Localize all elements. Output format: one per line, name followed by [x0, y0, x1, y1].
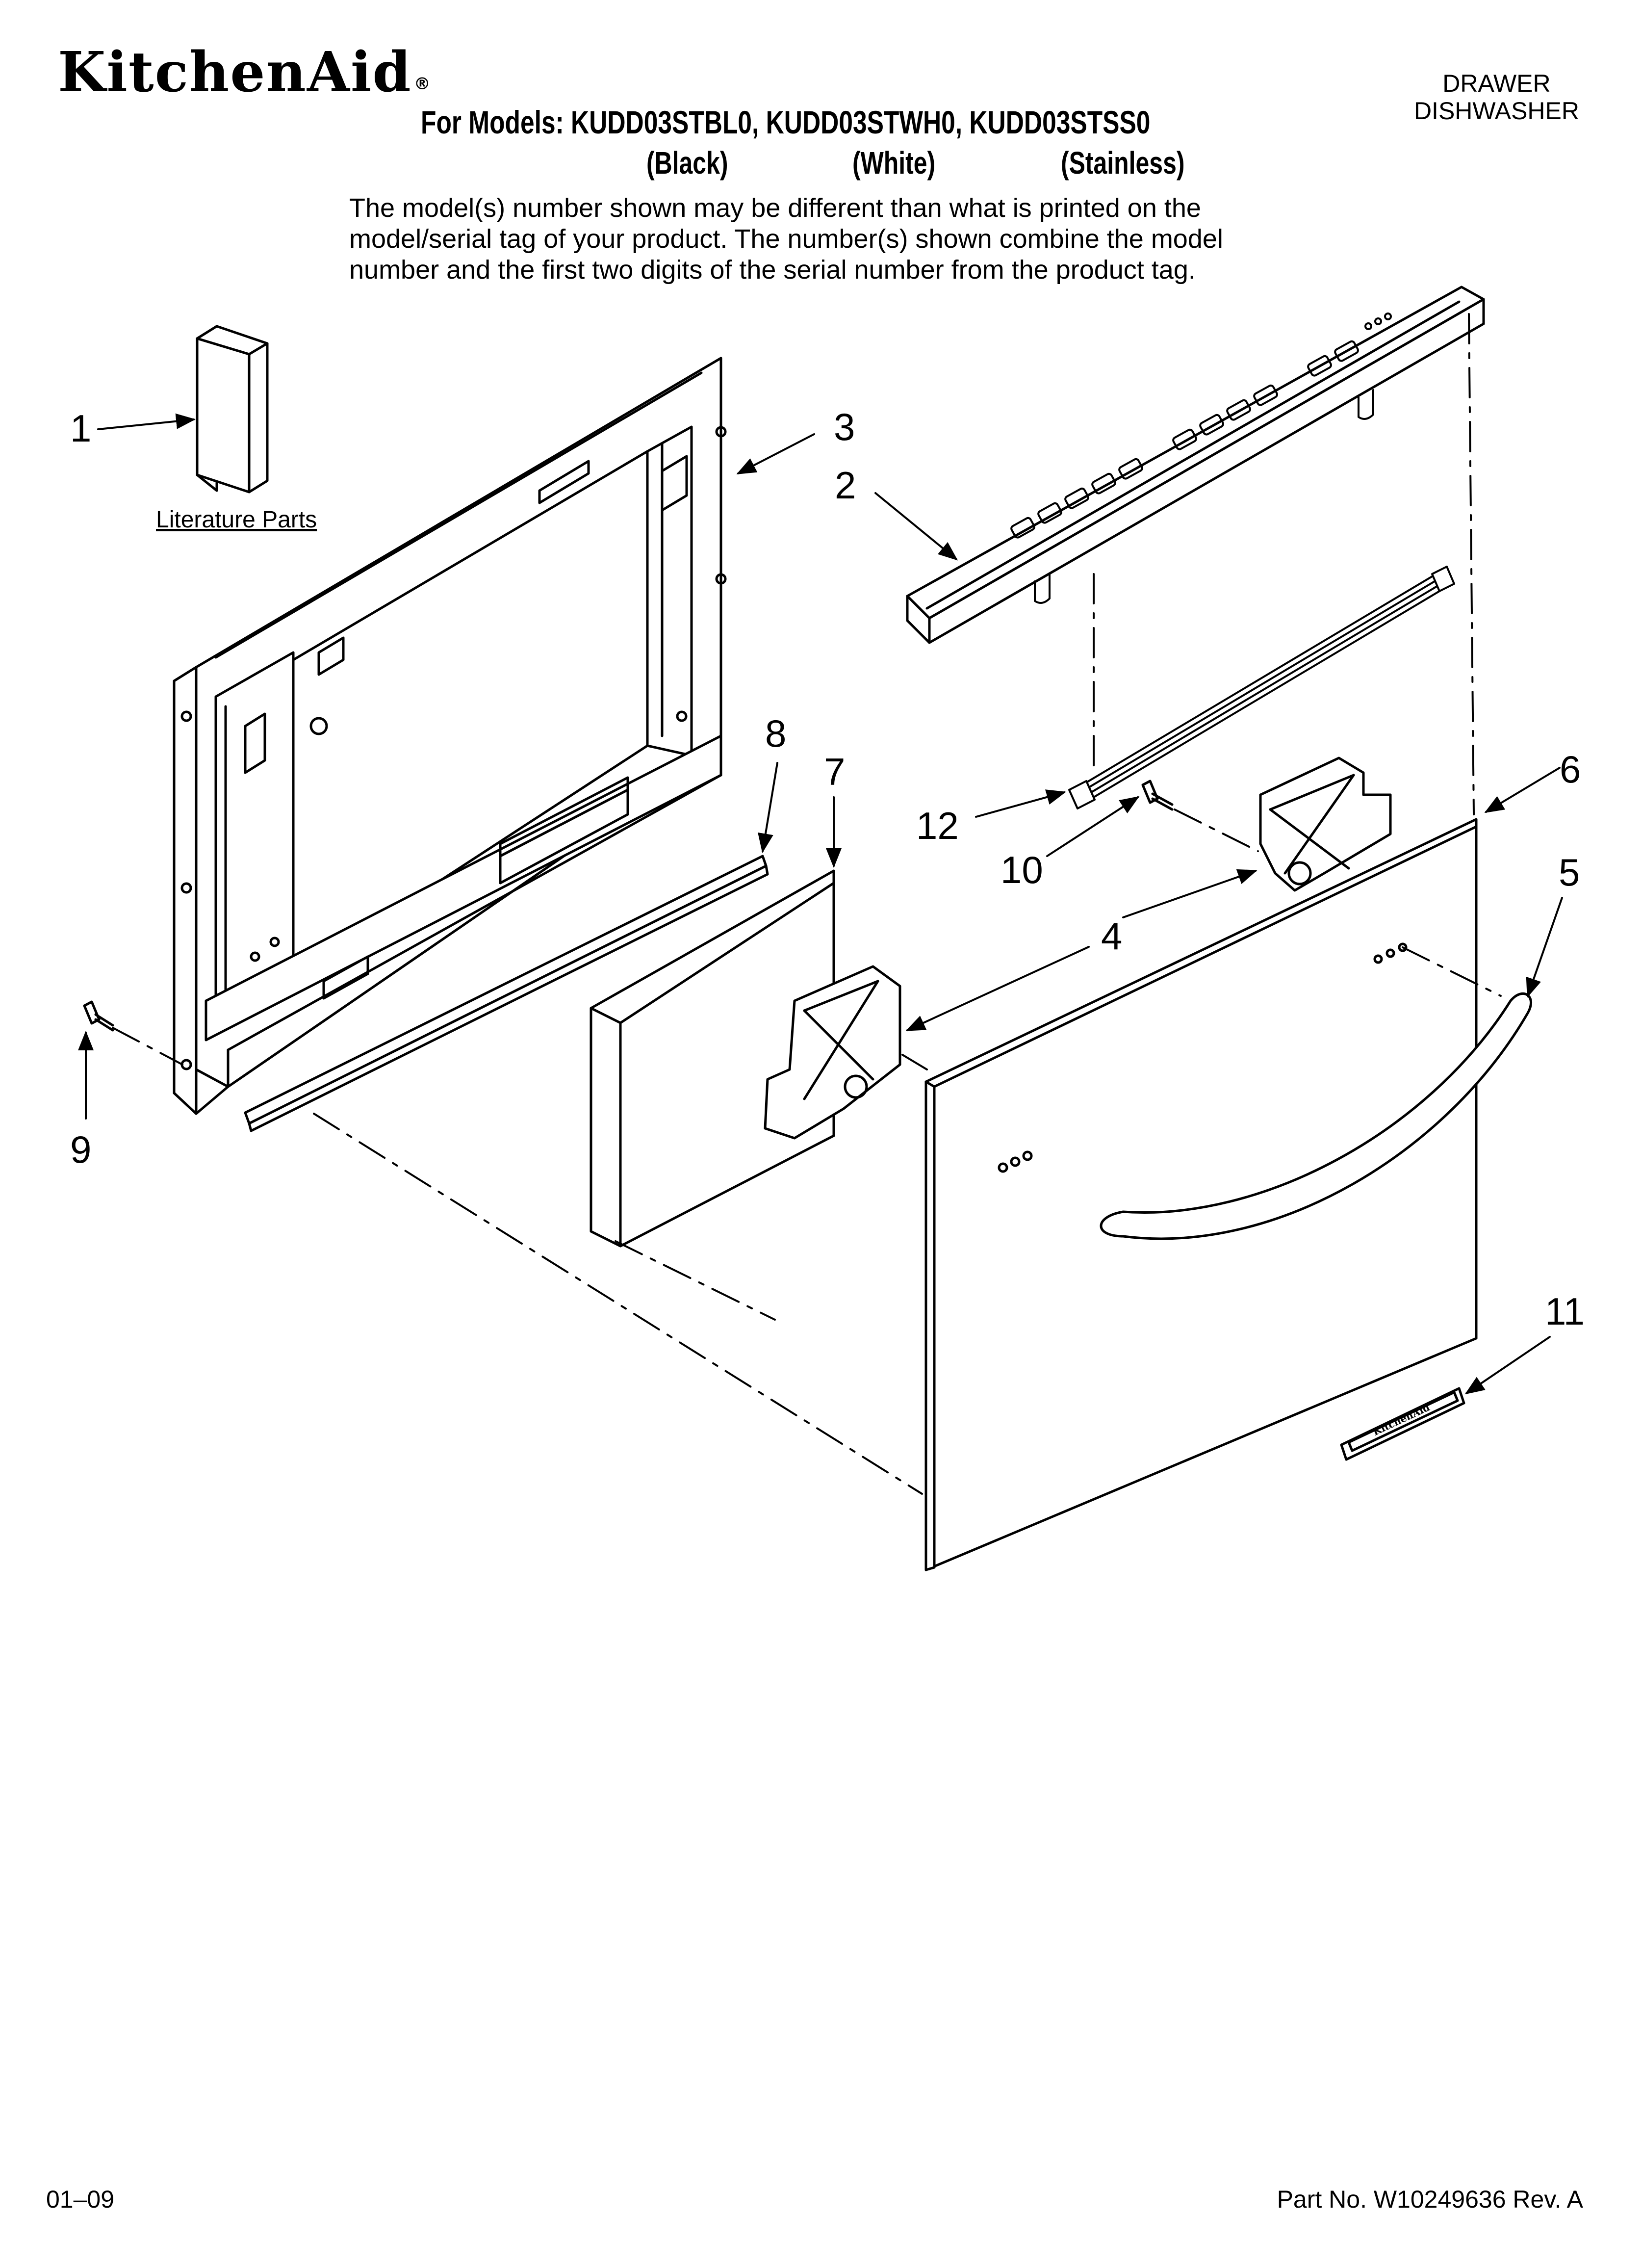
callout-9: 9 — [70, 1128, 91, 1171]
part-7-door-panel — [590, 869, 835, 1248]
registered-mark: ® — [413, 74, 432, 94]
variant-stainless: (Stainless) — [1061, 145, 1185, 181]
callout-10: 10 — [1001, 848, 1043, 891]
part-3-panel-frame — [173, 357, 727, 1115]
note-line-3: number and the first two digits of the s… — [349, 255, 1196, 285]
document-type: DRAWER DISHWASHER — [1414, 70, 1579, 125]
callout-11: 11 — [1545, 1290, 1585, 1333]
callout-6: 6 — [1560, 748, 1581, 791]
models-line: For Models: KUDD03STBL0, KUDD03STWH0, KU… — [421, 104, 1151, 140]
callout-4: 4 — [1101, 914, 1122, 958]
doc-type-line-2: DISHWASHER — [1413, 97, 1579, 125]
part-5-handle — [1100, 992, 1532, 1240]
part-4-hinge-bracket-left — [764, 965, 901, 1140]
callout-12: 12 — [916, 804, 959, 847]
note-line-2: model/serial tag of your product. The nu… — [349, 224, 1223, 254]
variant-black: (Black) — [646, 145, 728, 181]
callout-2: 2 — [835, 464, 856, 507]
callout-5: 5 — [1559, 851, 1580, 894]
doc-type-line-1: DRAWER — [1442, 70, 1551, 97]
revision-date: 01–09 — [46, 2186, 115, 2213]
part-8-trim-strip — [244, 855, 769, 1132]
model-number-note: The model(s) number shown may be differe… — [349, 193, 1223, 286]
callout-1: 1 — [70, 407, 91, 450]
callout-8: 8 — [765, 712, 786, 755]
part-11-nameplate-badge — [1340, 1387, 1465, 1461]
part-1-literature — [196, 325, 269, 494]
note-line-1: The model(s) number shown may be differe… — [349, 193, 1201, 223]
part-number: Part No. W10249636 Rev. A — [1277, 2186, 1583, 2213]
part-9-screw — [83, 1000, 114, 1032]
part-6-drawer-front — [924, 818, 1478, 1571]
leader-arrows — [78, 413, 1563, 1395]
variant-white: (White) — [852, 145, 936, 181]
part-10-screw — [1141, 780, 1174, 811]
brand-logo: KitchenAid® — [58, 45, 432, 100]
part-2-control-console — [906, 286, 1485, 644]
brand-name: KitchenAid — [58, 40, 412, 104]
literature-parts-label: Literature Parts — [156, 507, 317, 533]
alignment-lines — [112, 313, 1502, 1495]
control-buttons — [1010, 313, 1392, 539]
console-mount-tabs — [1034, 389, 1374, 604]
part-12-wire-harness — [1068, 566, 1455, 809]
callout-7: 7 — [824, 750, 845, 793]
part-4-hinge-bracket-right — [1259, 756, 1392, 892]
callout-3: 3 — [834, 405, 855, 448]
